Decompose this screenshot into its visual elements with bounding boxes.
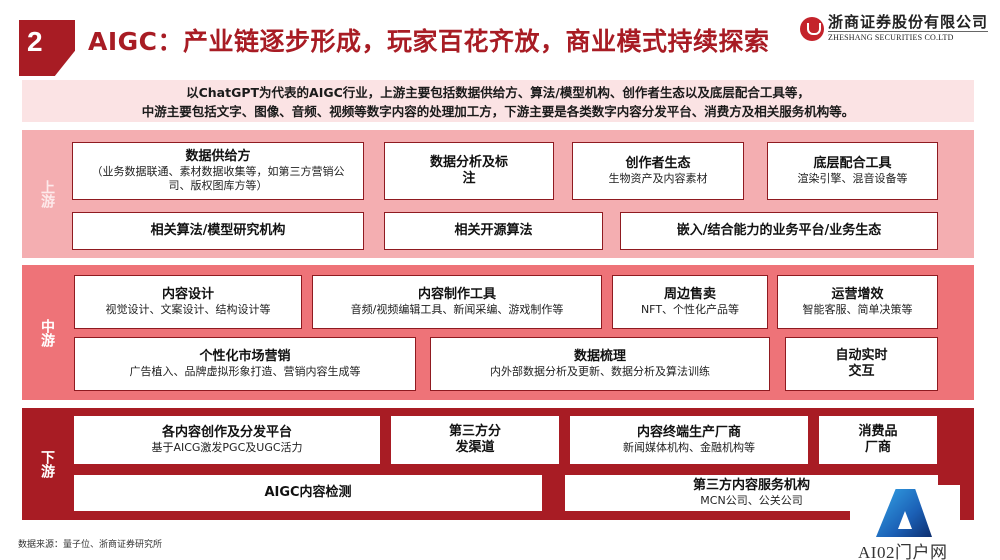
box-content-tools: 内容制作工具 音频/视频编辑工具、新闻采编、游戏制作等 xyxy=(312,275,602,329)
box-title: 各内容创作及分发平台 xyxy=(161,425,292,440)
box-title: 嵌入/结合能力的业务平台/业务生态 xyxy=(676,223,882,238)
downstream-band: 下游 各内容创作及分发平台 基于AICG激发PGC及UGC活力 第三方分发渠道 … xyxy=(22,408,974,520)
box-data-labeling: 数据分析及标注 xyxy=(384,142,554,200)
box-subtitle: MCN公司、公关公司 xyxy=(700,494,803,507)
slide-number-badge: 2 xyxy=(19,20,75,76)
box-underlying-tools: 底层配合工具 渲染引擎、混音设备等 xyxy=(767,142,938,200)
midstream-label: 中游 xyxy=(39,318,55,347)
box-title: 内容设计 xyxy=(161,287,214,302)
box-title: 相关开源算法 xyxy=(454,223,533,238)
box-subtitle: 音频/视频编辑工具、新闻采编、游戏制作等 xyxy=(350,303,564,316)
box-subtitle: 渲染引擎、混音设备等 xyxy=(797,172,908,185)
box-title: AIGC内容检测 xyxy=(264,485,352,500)
intro-line-1: 以ChatGPT为代表的AIGC行业，上游主要包括数据供给方、算法/模型机构、创… xyxy=(186,85,810,100)
downstream-label: 下游 xyxy=(39,450,55,478)
box-title: 内容终端生产厂商 xyxy=(636,425,741,440)
logo-en-text: ZHESHANG SECURITIES CO.LTD xyxy=(828,33,954,42)
midstream-band: 中游 内容设计 视觉设计、文案设计、结构设计等 内容制作工具 音频/视频编辑工具… xyxy=(22,265,974,400)
intro-line-2: 中游主要包括文字、图像、音频、视频等数字内容的处理加工方，下游主要是各类数字内容… xyxy=(141,104,855,119)
box-third-party-channels: 第三方分发渠道 xyxy=(391,416,559,464)
box-title: 内容制作工具 xyxy=(417,287,496,302)
box-title: 数据供给方 xyxy=(185,149,251,164)
data-source-note: 数据来源：量子位、浙商证券研究所 xyxy=(18,540,163,550)
zheshang-logo-icon xyxy=(800,16,824,41)
box-operations: 运营增效 智能客服、简单决策等 xyxy=(777,275,938,329)
box-subtitle: 生物资产及内容素材 xyxy=(608,172,708,185)
box-terminal-producers: 内容终端生产厂商 新闻媒体机构、金融机构等 xyxy=(570,416,808,464)
box-title: 运营增效 xyxy=(831,287,884,302)
box-subtitle: （业务数据联通、素材数据收集等，如第三方营销公司、版权图库方等） xyxy=(91,165,345,192)
box-title: 数据梳理 xyxy=(573,349,626,364)
watermark-text: AI02门户网 xyxy=(858,543,948,560)
box-subtitle: 视觉设计、文案设计、结构设计等 xyxy=(105,303,271,316)
box-creation-platforms: 各内容创作及分发平台 基于AICG激发PGC及UGC活力 xyxy=(74,416,380,464)
box-personalized-marketing: 个性化市场营销 广告植入、品牌虚拟形象打造、营销内容生成等 xyxy=(74,337,416,391)
box-content-design: 内容设计 视觉设计、文案设计、结构设计等 xyxy=(74,275,302,329)
box-title: 个性化市场营销 xyxy=(199,349,291,364)
box-title: 第三方内容服务机构 xyxy=(692,478,810,493)
box-data-processing: 数据梳理 内外部数据分析及更新、数据分析及算法训练 xyxy=(430,337,770,391)
slide-number: 2 xyxy=(27,26,43,57)
box-embedded-platforms: 嵌入/结合能力的业务平台/业务生态 xyxy=(620,212,938,250)
box-subtitle: NFT、个性化产品等 xyxy=(640,303,740,316)
box-title: 周边售卖 xyxy=(663,287,716,302)
box-data-supplier: 数据供给方 （业务数据联通、素材数据收集等，如第三方营销公司、版权图库方等） xyxy=(72,142,364,200)
box-title: 数据分析及标注 xyxy=(429,155,508,186)
box-subtitle: 基于AICG激发PGC及UGC活力 xyxy=(151,441,303,454)
box-title: 相关算法/模型研究机构 xyxy=(150,223,286,238)
box-subtitle: 广告植入、品牌虚拟形象打造、营销内容生成等 xyxy=(129,365,361,378)
box-title: 第三方分发渠道 xyxy=(448,424,501,455)
box-algorithm-institutions: 相关算法/模型研究机构 xyxy=(72,212,364,250)
box-aigc-detection: AIGC内容检测 xyxy=(74,475,542,511)
box-title: 自动实时交互 xyxy=(835,348,888,379)
upstream-band: 上游 数据供给方 （业务数据联通、素材数据收集等，如第三方营销公司、版权图库方等… xyxy=(22,130,974,258)
box-subtitle: 新闻媒体机构、金融机构等 xyxy=(623,441,755,454)
box-subtitle: 内外部数据分析及更新、数据分析及算法训练 xyxy=(490,365,710,378)
watermark-a-logo-icon xyxy=(876,489,932,537)
company-logo: 浙商证券股份有限公司 ZHESHANG SECURITIES CO.LTD xyxy=(800,13,989,43)
box-title: 底层配合工具 xyxy=(813,156,892,171)
upstream-label: 上游 xyxy=(39,180,55,208)
box-title: 创作者生态 xyxy=(625,156,691,171)
intro-summary: 以ChatGPT为代表的AIGC行业，上游主要包括数据供给方、算法/模型机构、创… xyxy=(22,80,974,122)
box-creator-ecosystem: 创作者生态 生物资产及内容素材 xyxy=(572,142,744,200)
box-title: 消费品厂商 xyxy=(858,424,898,455)
page-title: AIGC：产业链逐步形成，玩家百花齐放，商业模式持续探索 xyxy=(88,27,770,56)
logo-cn-text: 浙商证券股份有限公司 xyxy=(828,13,989,32)
watermark: AI02门户网 xyxy=(850,485,960,560)
box-consumer-goods: 消费品厂商 xyxy=(819,416,937,464)
box-open-source-algorithms: 相关开源算法 xyxy=(384,212,603,250)
box-realtime-interaction: 自动实时交互 xyxy=(785,337,938,391)
box-merchandise: 周边售卖 NFT、个性化产品等 xyxy=(612,275,768,329)
box-subtitle: 智能客服、简单决策等 xyxy=(802,303,913,316)
